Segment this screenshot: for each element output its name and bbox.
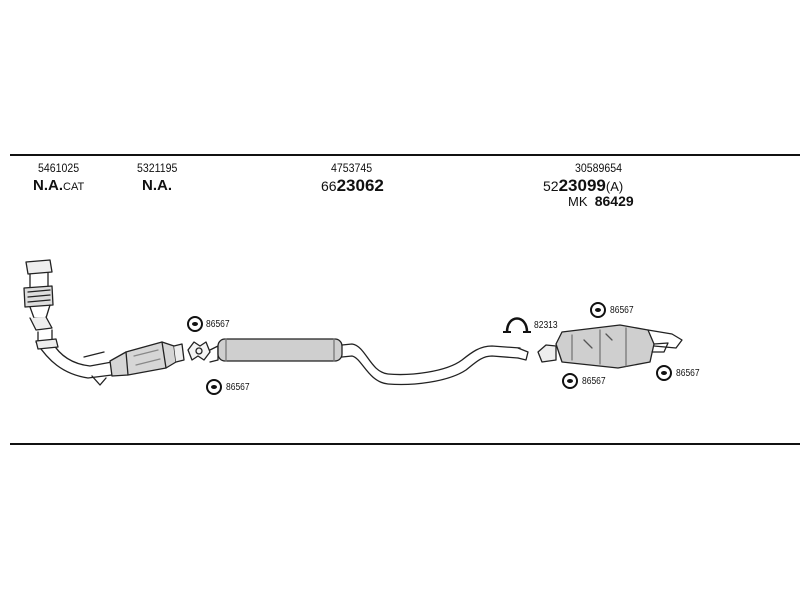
rubber-hanger-icon-rear-top: [590, 302, 606, 318]
catalytic-converter-drawing: [109, 341, 185, 377]
hanger-label-rear-top: 86567: [610, 305, 634, 316]
hanger-label-rear-right: 86567: [676, 368, 700, 379]
bottom-divider: [10, 443, 800, 445]
hanger-label-front-bottom: 86567: [226, 382, 250, 393]
mounting-kit-number: MK 86429: [568, 193, 634, 209]
part-number-rear-silencer: 5223099(A): [543, 176, 624, 195]
part-label-catalyst: N.A.: [142, 177, 172, 194]
part-label-front-pipe: N.A.CAT: [33, 177, 85, 194]
flange-gasket-drawing: [187, 341, 211, 361]
top-divider: [10, 154, 800, 156]
rubber-hanger-icon-front-top: [187, 316, 203, 332]
rear-silencer-drawing: [537, 324, 683, 369]
part-number-middle-silencer: 6623062: [321, 176, 384, 195]
hanger-label-front-top: 86567: [206, 319, 230, 330]
hanger-label-rear-bottom: 86567: [582, 376, 606, 387]
rubber-hanger-icon-front-bottom: [206, 379, 222, 395]
middle-silencer-drawing: [209, 338, 529, 386]
rubber-hanger-icon-rear-right: [656, 365, 672, 381]
clamp-icon: [503, 317, 531, 333]
rubber-hanger-icon-rear-bottom: [562, 373, 578, 389]
front-pipe-drawing: [23, 259, 113, 386]
clamp-label: 82313: [534, 320, 558, 331]
oe-number-front-pipe: 5461025: [38, 161, 80, 175]
oe-number-middle-silencer: 4753745: [331, 161, 373, 175]
oe-number-rear-silencer: 30589654: [575, 161, 622, 175]
oe-number-catalyst: 5321195: [137, 161, 178, 175]
